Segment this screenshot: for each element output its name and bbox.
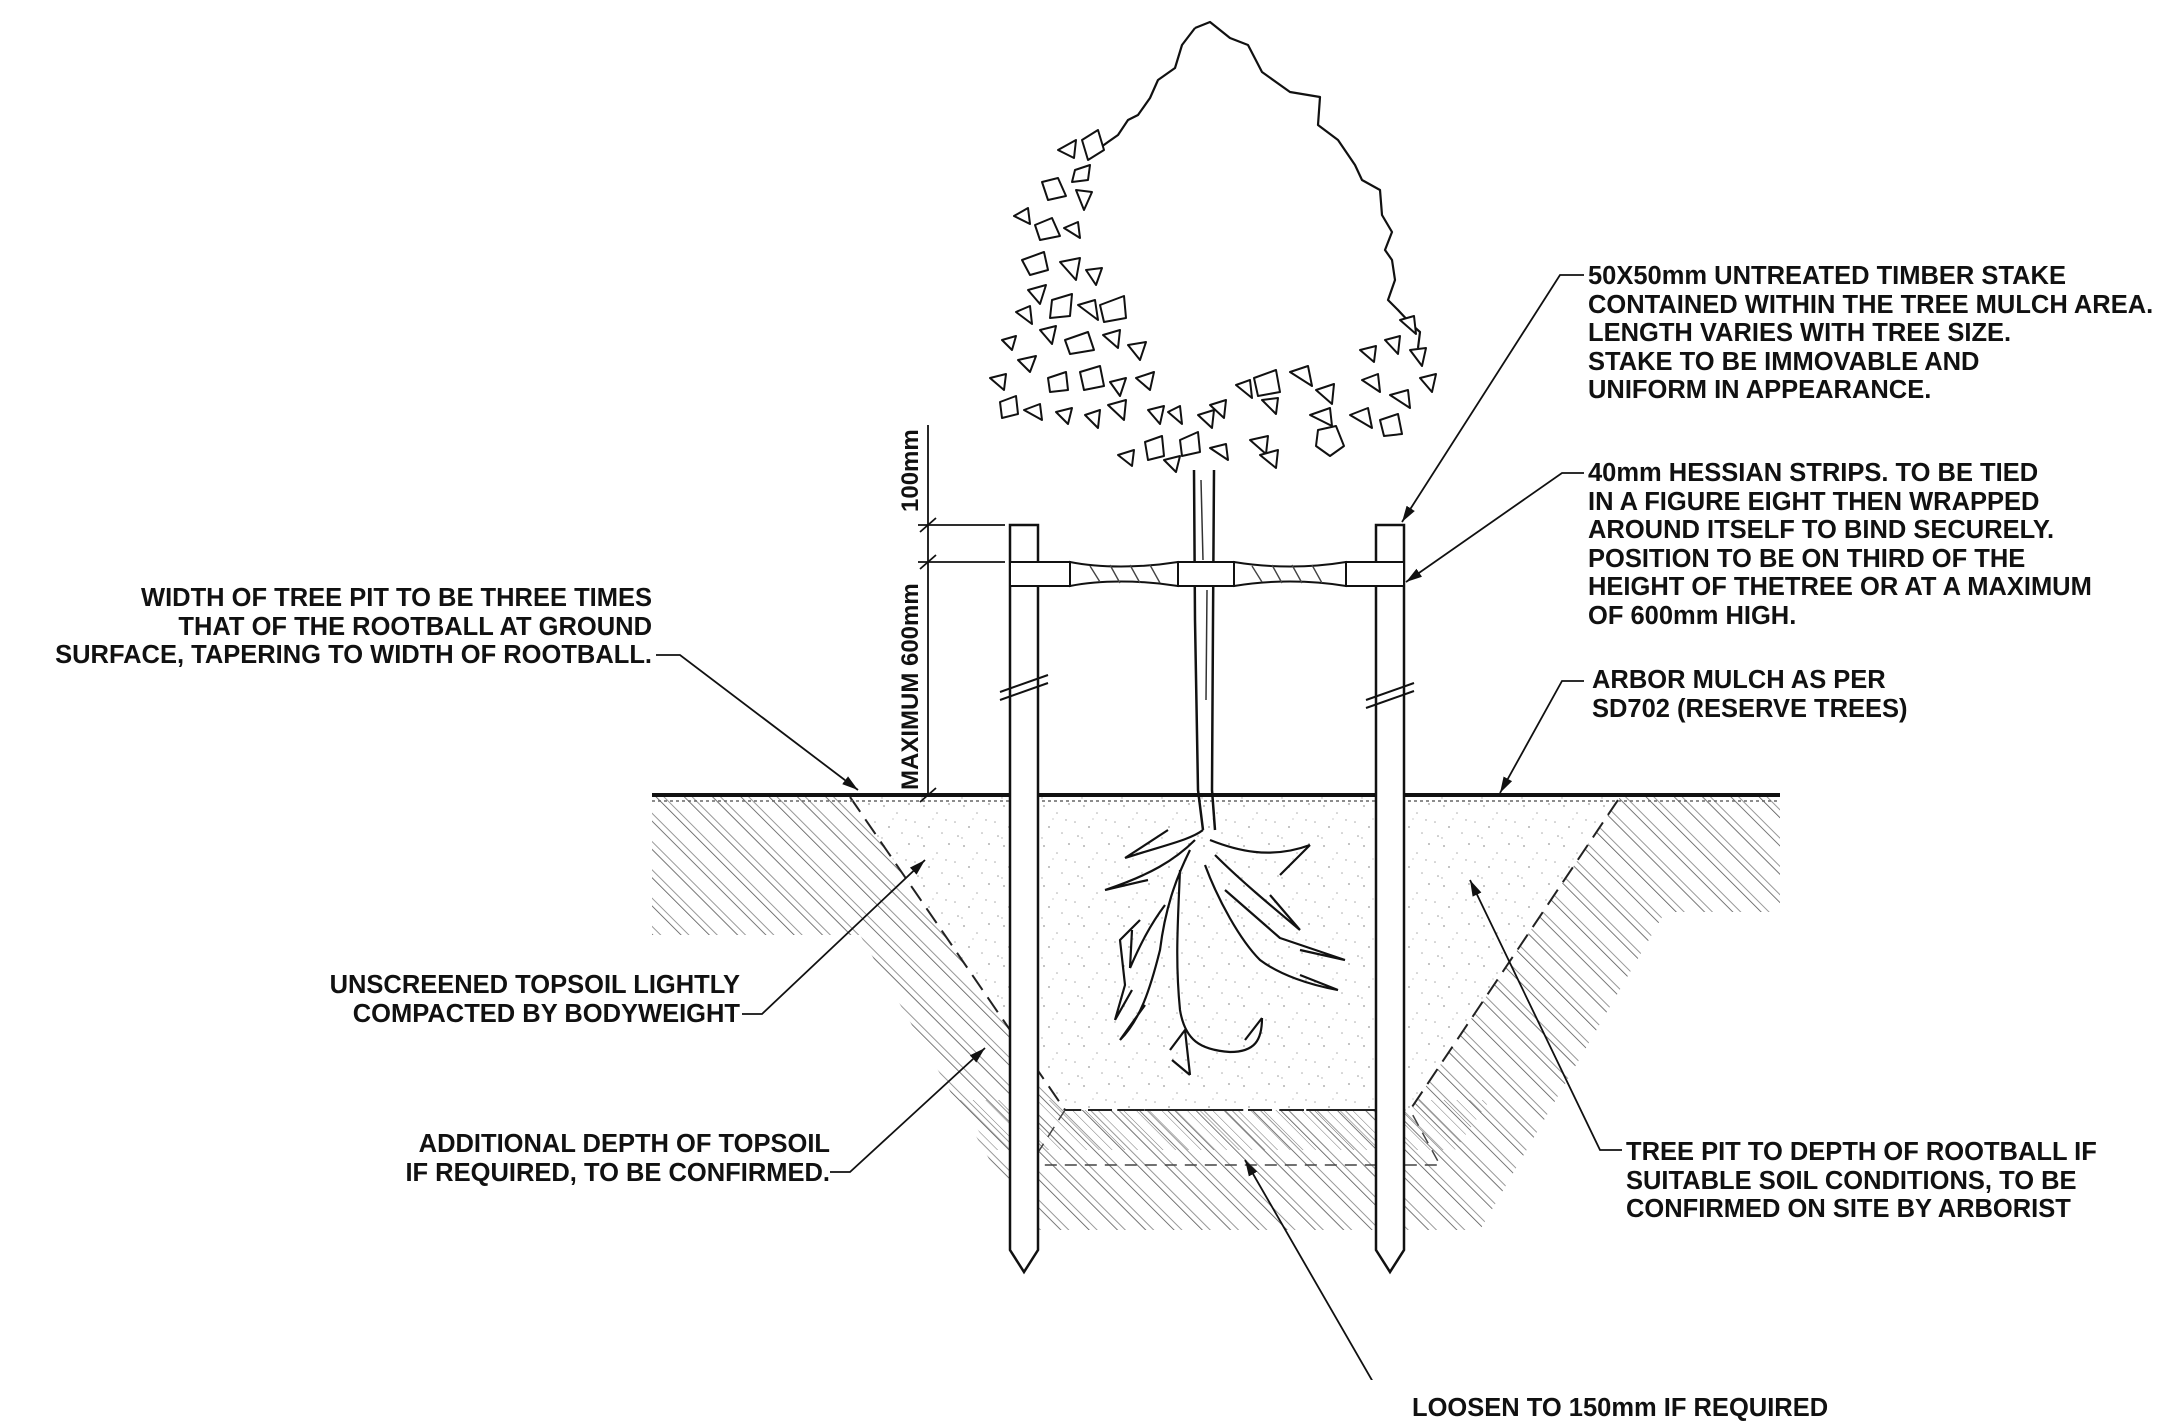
- note-arbor-mulch: ARBOR MULCH AS PER SD702 (RESERVE TREES): [1592, 666, 1908, 723]
- hessian-wrap-left: [1069, 560, 1179, 588]
- pit-extension-dashed: [1028, 1109, 1442, 1166]
- hessian-tie-left: [1009, 561, 1071, 587]
- note-hessian-strips: 40mm HESSIAN STRIPS. TO BE TIED IN A FIG…: [1588, 459, 2092, 630]
- topsoil-speckle: [850, 797, 1620, 1110]
- stake-right-break: [1365, 682, 1415, 709]
- leader-lines: [656, 274, 1622, 1380]
- note-additional-depth: ADDITIONAL DEPTH OF TOPSOIL IF REQUIRED,…: [405, 1130, 830, 1187]
- dimension-100mm: 100mm: [897, 429, 924, 512]
- tree-canopy-left: [1089, 27, 1196, 156]
- stake-left: [1008, 523, 1040, 1275]
- hessian-tie-right: [1345, 561, 1405, 587]
- leader-mulch: [1499, 680, 1584, 794]
- leader-pit-width: [656, 654, 859, 791]
- note-tree-pit-depth: TREE PIT TO DEPTH OF ROOTBALL IF SUITABL…: [1626, 1138, 2097, 1223]
- leader-topsoil: [742, 859, 926, 1015]
- tree-leaves: [989, 129, 1437, 473]
- dimension-max-600mm: MAXIMUM 600mm: [897, 583, 924, 790]
- leader-pit-depth: [1469, 879, 1622, 1151]
- hessian-tie-center: [1177, 561, 1235, 587]
- trunk-texture: [1200, 479, 1208, 701]
- tree-canopy-outline: [1194, 20, 1422, 349]
- leader-hessian: [1405, 472, 1584, 583]
- tree-trunk: [1192, 469, 1217, 831]
- leader-additional-depth: [830, 1047, 986, 1173]
- dimension-lines: [918, 425, 1005, 803]
- hessian-twist-lines: [1089, 564, 1323, 584]
- stake-left-break: [999, 674, 1049, 701]
- leader-stake: [1401, 274, 1584, 523]
- stake-right: [1374, 523, 1406, 1275]
- note-timber-stake: 50X50mm UNTREATED TIMBER STAKE CONTAINED…: [1588, 262, 2154, 404]
- soil-section: [652, 793, 1780, 1230]
- tree-roots: [1104, 829, 1346, 1076]
- tree-planting-detail-drawing: 100mm MAXIMUM 600mm: [652, 20, 1780, 1380]
- note-loosen: LOOSEN TO 150mm IF REQUIRED: [1412, 1394, 1829, 1422]
- additional-depth-hatch: [960, 1100, 1490, 1150]
- hessian-strip: [1009, 560, 1405, 588]
- note-unscreened-topsoil: UNSCREENED TOPSOIL LIGHTLY COMPACTED BY …: [329, 971, 740, 1028]
- note-pit-width: WIDTH OF TREE PIT TO BE THREE TIMES THAT…: [55, 584, 652, 669]
- hessian-wrap-right: [1233, 560, 1347, 588]
- timber-stakes: [999, 523, 1415, 1275]
- leader-loosen: [1244, 1159, 1373, 1380]
- tree: [989, 20, 1437, 1076]
